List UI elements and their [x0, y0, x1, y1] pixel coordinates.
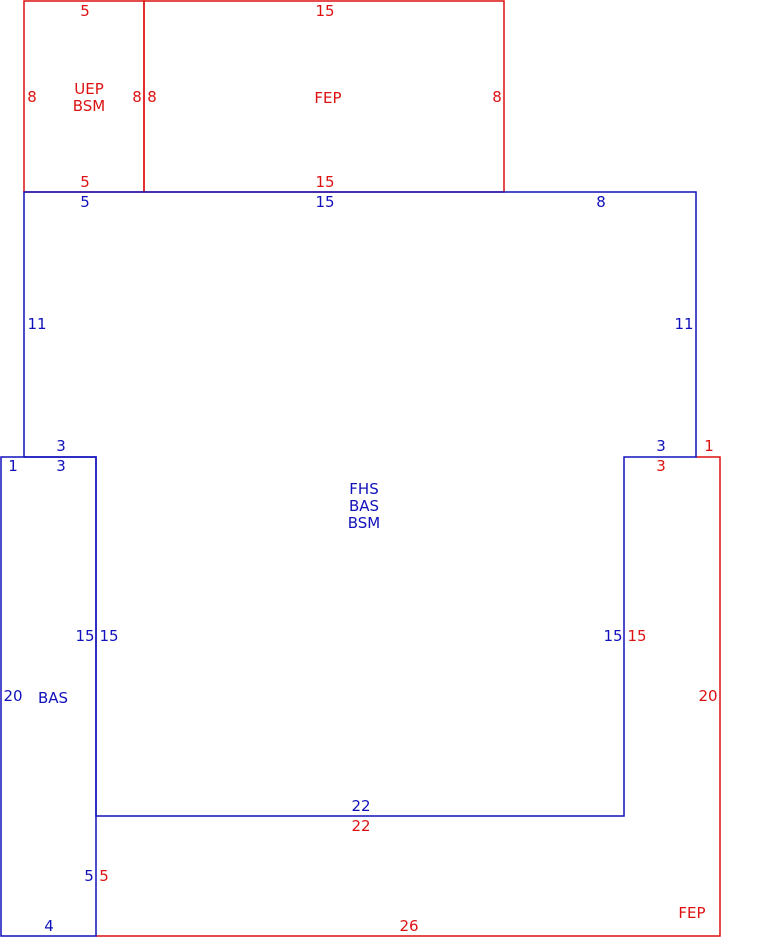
- dim-fep-b-left-upper: 15: [627, 627, 646, 645]
- dim-fep-b-right: 20: [698, 687, 717, 705]
- dim-main-top-a: 5: [80, 193, 90, 211]
- dim-bas-left: 20: [3, 687, 22, 705]
- dim-main-top-b: 15: [315, 193, 334, 211]
- uep-area-label: UEP: [74, 80, 104, 98]
- dim-bas-right-lower: 5: [84, 867, 94, 885]
- dim-bas-bottom: 4: [44, 917, 54, 935]
- dim-fep-b-bottom: 26: [399, 917, 418, 935]
- dim-fep-b-top: 3: [656, 457, 666, 475]
- bsm-main-area-label: BSM: [348, 514, 381, 532]
- dim-uep-bottom: 5: [80, 173, 90, 191]
- bas-left-area-outline: [0, 456, 97, 937]
- dim-fep-top-left: 8: [147, 88, 157, 106]
- fep-top-area-label: FEP: [314, 89, 341, 107]
- dim-main-left: 11: [27, 315, 46, 333]
- dim-main-right: 11: [674, 315, 693, 333]
- bas-area-label: BAS: [349, 497, 379, 515]
- dim-uep-left: 8: [27, 88, 37, 106]
- fep-bottom-area-label: FEP: [678, 904, 705, 922]
- dim-main-inner-right: 15: [603, 627, 622, 645]
- dim-uep-top: 5: [80, 2, 90, 20]
- dim-main-step-right: 3: [656, 437, 666, 455]
- bas-left-area-label: BAS: [38, 689, 68, 707]
- dim-fep-top-top: 15: [315, 2, 334, 20]
- dim-fep-b-left-lower: 5: [99, 867, 109, 885]
- dim-fep-top-right: 8: [492, 88, 502, 106]
- fhs-area-label: FHS: [349, 480, 378, 498]
- dim-main-top-c: 8: [596, 193, 606, 211]
- bsm-area-label: BSM: [73, 97, 106, 115]
- dim-bas-top: 3: [56, 457, 66, 475]
- dim-main-bottom: 22: [351, 797, 370, 815]
- dim-uep-right: 8: [132, 88, 142, 106]
- dim-bas-right-upper: 15: [75, 627, 94, 645]
- dim-main-step-left: 3: [56, 437, 66, 455]
- dim-fep-b-top-right: 1: [704, 437, 714, 455]
- dim-fep-b-inner-top: 22: [351, 817, 370, 835]
- dim-main-inner-left: 15: [99, 627, 118, 645]
- dim-bas-top-left: 1: [8, 457, 18, 475]
- fep-bottom-area-outline: [96, 456, 721, 937]
- dim-fep-top-bottom: 15: [315, 173, 334, 191]
